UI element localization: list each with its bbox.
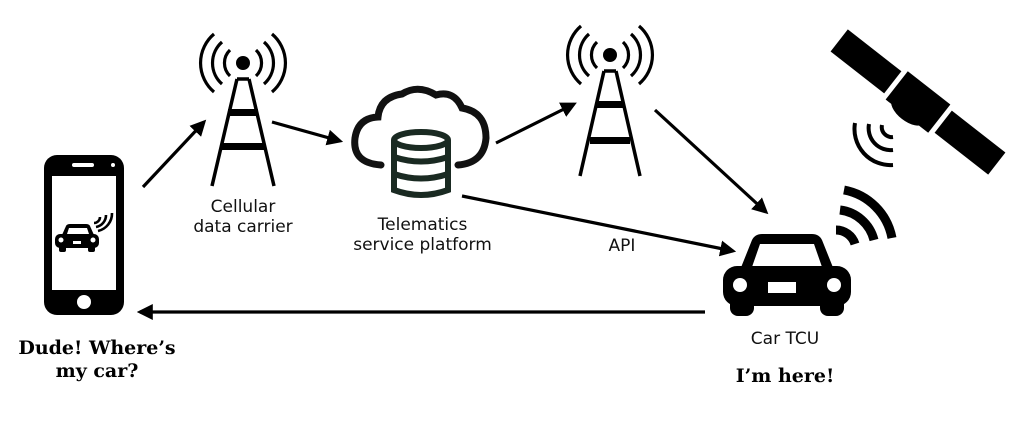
arrow-tower1-to-platform [271, 120, 344, 146]
phone-speech-line2: my car? [55, 359, 139, 382]
phone-signal-icon [93, 212, 114, 233]
tower1-label-line1: Cellular [210, 197, 276, 217]
cloud-database-icon [351, 85, 490, 198]
tower1-label-line2: data carrier [193, 217, 293, 238]
phone-speech-line1: Dude! Where’s [18, 337, 176, 359]
arrow-platform-to-tower2 [495, 102, 577, 145]
platform-label-line2: service platform [353, 235, 492, 256]
platform-label-line1: Telematics [377, 215, 468, 235]
cell-tower-icon-1 [199, 32, 287, 187]
phone-speech-text: Dude! Where’s my car? [2, 337, 192, 383]
satellite-icon [830, 29, 1006, 175]
api-edge-label: API [608, 236, 636, 256]
car-signal-icon [835, 185, 897, 246]
platform-label: Telematics service platform [335, 215, 510, 256]
arrow-phone-to-tower1 [141, 119, 207, 189]
arrow-tower2-to-car [653, 108, 769, 215]
car-speech-text: I’m here! [735, 365, 835, 387]
arrow-platform-to-car-api [461, 194, 737, 257]
car-icon [723, 234, 851, 316]
smartphone-icon [44, 155, 124, 315]
phone-car-icon [55, 224, 99, 252]
tower1-label: Cellular data carrier [183, 197, 303, 238]
car-tcu-label: Car TCU [750, 329, 820, 349]
cell-tower-icon-2 [566, 24, 654, 177]
